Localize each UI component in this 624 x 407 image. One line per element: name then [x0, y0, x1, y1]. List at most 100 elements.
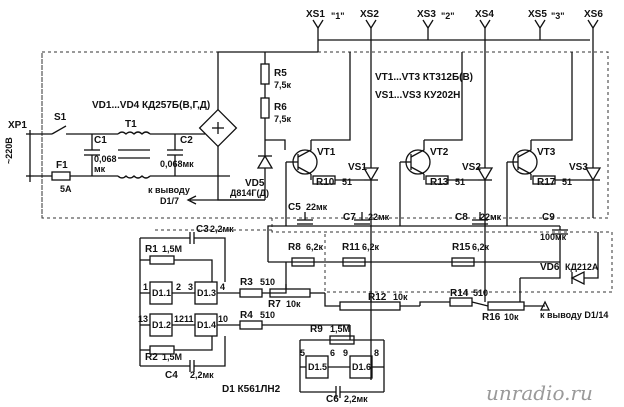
pin-4: 4: [220, 282, 225, 292]
s1-label: S1: [54, 112, 67, 123]
c5-label: C5: [288, 202, 301, 213]
logic-section: [139, 232, 551, 398]
d15-label: D1.5: [308, 362, 327, 372]
c6-label: C6: [326, 394, 339, 405]
r1-value: 1,5М: [162, 244, 182, 254]
r7-label: R7: [268, 299, 281, 310]
d12-label: D1.2: [152, 320, 171, 330]
d16-label: D1.6: [352, 362, 371, 372]
vd5-label: VD5: [245, 178, 265, 189]
xs3-label: XS3: [417, 9, 436, 20]
channel-1: [285, 52, 380, 380]
vd6-value: КД212А: [565, 262, 599, 272]
board-outline: [41, 51, 613, 293]
xp1-label: XP1: [8, 120, 27, 131]
r16-value: 10к: [504, 312, 519, 322]
connectors-top: [265, 19, 599, 154]
r7-value: 10к: [286, 299, 301, 309]
diode-bridge: [198, 51, 265, 201]
thyristors-note: VS1...VS3 КУ202Н: [375, 90, 460, 101]
d1-note: D1 К561ЛН2: [222, 384, 281, 395]
r5-label: R5: [274, 68, 287, 79]
pin-13: 13: [138, 314, 148, 324]
d14-label: D1.4: [197, 320, 216, 330]
pin-10: 10: [218, 314, 228, 324]
r8-value: 6,2к: [306, 242, 324, 252]
f1-value: 5А: [60, 184, 72, 194]
f1-label: F1: [56, 160, 68, 171]
r4-value: 510: [260, 310, 275, 320]
r6-value: 7,5к: [274, 114, 292, 124]
transistors-note: VT1...VT3 КТ312Б(В): [375, 72, 473, 83]
xs2-label: XS2: [360, 9, 379, 20]
r12-value: 10к: [393, 292, 408, 302]
r2-label: R2: [145, 352, 158, 363]
c2-value: 0,068мк: [160, 159, 194, 169]
to-d1-14-label: к выводу D1/14: [540, 310, 608, 320]
xs1-label: XS1: [306, 9, 325, 20]
d13-label: D1.3: [197, 288, 216, 298]
vt3-label: VT3: [537, 147, 556, 158]
vs3-label: VS3: [569, 162, 588, 173]
r2-value: 1,5М: [162, 352, 182, 362]
c1-value-2: мк: [94, 164, 106, 174]
xs4-label: XS4: [475, 9, 494, 20]
xs5-label: XS5: [528, 9, 547, 20]
xs5-tag: "3": [551, 11, 565, 21]
r5-value: 7,5к: [274, 80, 292, 90]
r15-label: R15: [452, 242, 471, 253]
r11-label: R11: [342, 242, 360, 253]
r13-label: R13: [430, 177, 449, 188]
vs2-label: VS2: [462, 162, 481, 173]
r12-label: R12: [368, 292, 387, 303]
c8-value: 22мк: [480, 212, 502, 222]
r13-value: 51: [455, 177, 465, 187]
xs1-tag: "1": [331, 11, 345, 21]
zener-chain: [186, 52, 286, 205]
xs6-label: XS6: [584, 9, 603, 20]
r6-label: R6: [274, 102, 287, 113]
r10-label: R10: [316, 177, 335, 188]
channel-3: [506, 52, 602, 226]
r10-value: 51: [342, 177, 352, 187]
r3-label: R3: [240, 277, 253, 288]
r8-label: R8: [288, 242, 301, 253]
vt2-label: VT2: [430, 147, 449, 158]
pin-3: 3: [188, 282, 193, 292]
pin-6: 6: [330, 348, 335, 358]
c3-value: 2,2мк: [210, 224, 234, 234]
xs3-tag: "2": [441, 11, 455, 21]
c4-label: C4: [165, 370, 178, 381]
c3-label: C3: [196, 224, 209, 235]
c7-label: C7: [343, 212, 356, 223]
watermark: unradio.ru: [486, 381, 593, 405]
r16-label: R16: [482, 312, 501, 323]
r15-value: 6,2к: [472, 242, 490, 252]
r11-value: 6,2к: [362, 242, 380, 252]
c5-value: 22мк: [306, 202, 328, 212]
r9-label: R9: [310, 324, 323, 335]
r14-value: 510: [473, 288, 488, 298]
to-d1-7-line1: к выводу: [148, 185, 190, 195]
diodes-note: VD1...VD4 КД257Б(В,Г,Д): [92, 100, 210, 111]
pin-9: 9: [343, 348, 348, 358]
pin-1: 1: [143, 282, 148, 292]
vt1-label: VT1: [317, 147, 336, 158]
pin-12: 12: [174, 314, 184, 324]
pin-11: 11: [184, 314, 194, 324]
timing-network: [267, 212, 599, 302]
d11-label: D1.1: [152, 288, 171, 298]
c7-value: 22мк: [368, 212, 390, 222]
mains-input: [26, 125, 230, 182]
r4-label: R4: [240, 310, 253, 321]
r17-value: 51: [562, 177, 572, 187]
r14-label: R14: [450, 288, 469, 299]
vd5-value: Д814Г(Д): [230, 188, 269, 198]
pin-5: 5: [300, 348, 305, 358]
r9-value: 1,5М: [330, 324, 350, 334]
c9-value: 100мк: [540, 232, 567, 242]
vd6-label: VD6: [540, 262, 560, 273]
r1-label: R1: [145, 244, 158, 255]
r3-value: 510: [260, 277, 275, 287]
